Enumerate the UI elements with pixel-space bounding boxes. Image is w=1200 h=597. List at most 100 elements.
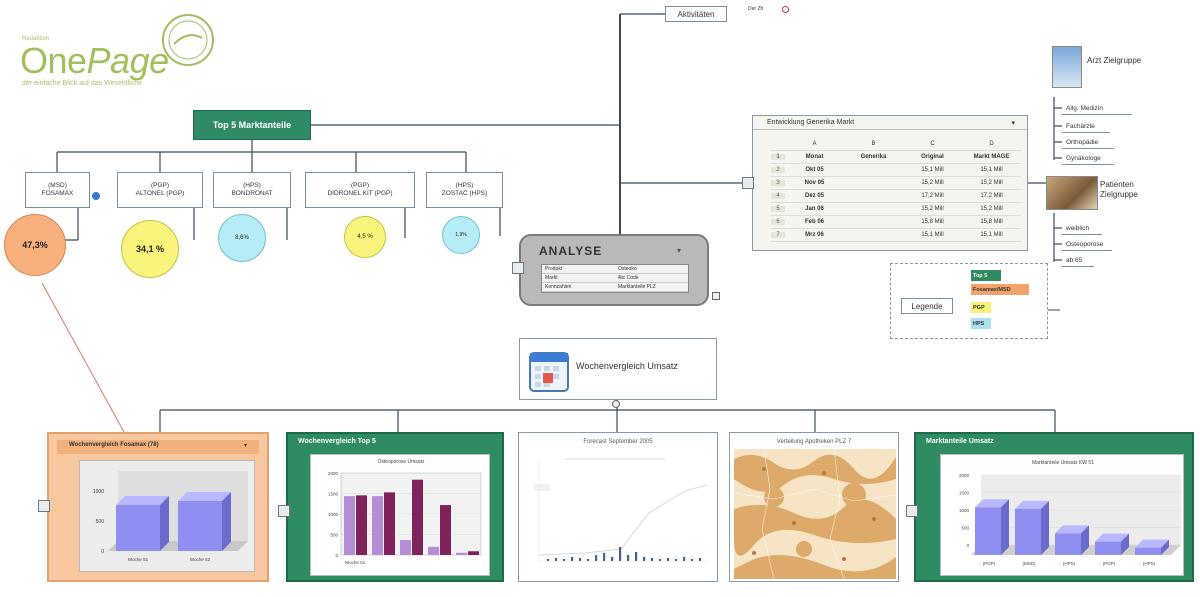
- attach-icon[interactable]: [712, 292, 720, 300]
- list-item[interactable]: Gynäkologe: [1062, 152, 1114, 165]
- expand-icon[interactable]: [278, 505, 290, 517]
- bar-side: [1001, 499, 1009, 555]
- product-name: BONDRONAT: [231, 190, 273, 197]
- y-tick-label: 0: [335, 553, 338, 558]
- dropdown-icon[interactable]: ▾: [1011, 119, 1015, 127]
- product-box-zostac[interactable]: (HPS) ZOSTAC (HPS): [426, 172, 503, 208]
- dropdown-icon[interactable]: ▾: [243, 443, 247, 449]
- x-tick-label: (HPS): [1063, 561, 1076, 566]
- list-item[interactable]: Fachärzte: [1062, 120, 1110, 133]
- share-value: 4,5 %: [357, 234, 373, 240]
- bar: [643, 557, 646, 561]
- x-tick-label: Woche 51: [345, 560, 366, 565]
- bar: [659, 559, 662, 561]
- x-tick-label: Woche 51: [128, 557, 149, 562]
- top5-node[interactable]: Top 5 Marktanteile: [193, 110, 311, 140]
- list-item[interactable]: weiblich: [1062, 222, 1102, 235]
- legend-chip-fosamax: Fosamax/MSD: [971, 284, 1029, 295]
- y-tick-label: 500: [961, 526, 969, 531]
- expand-icon[interactable]: [38, 500, 50, 512]
- activities-label: Aktivitäten: [677, 9, 715, 19]
- x-tick-label: Woche 52: [190, 557, 211, 562]
- bar: [400, 540, 411, 555]
- pharmacy-map: [734, 449, 896, 579]
- bar: [579, 558, 582, 561]
- bar: [547, 559, 550, 561]
- y-tick-label: 1500: [328, 492, 339, 497]
- product-box-altonel[interactable]: (PGP) ALTONEL (PGP): [117, 172, 203, 208]
- forecast-title: Forecast September 2005: [583, 439, 653, 445]
- product-company: (HPS): [243, 182, 261, 190]
- x-tick-label: (PGP): [1103, 561, 1116, 566]
- link-icon[interactable]: [92, 192, 100, 200]
- bar: [595, 555, 598, 561]
- panel-forecast[interactable]: Forecast September 2005: [518, 432, 718, 582]
- product-box-didronel[interactable]: (PGP) DIDRONEL KIT (PGP): [305, 172, 415, 208]
- analyse-title: ANALYSE: [539, 244, 603, 258]
- y-tick-label: 0: [101, 549, 104, 555]
- bar: [587, 559, 590, 561]
- expand-icon[interactable]: [742, 177, 754, 189]
- expand-icon[interactable]: [906, 505, 918, 517]
- bar-top: [1135, 539, 1169, 548]
- bar: [555, 558, 558, 561]
- product-name: ALTONEL (PGP): [135, 190, 185, 197]
- bar-top: [975, 499, 1009, 508]
- expand-icon[interactable]: [512, 262, 524, 274]
- top5-node-label: Top 5 Marktanteile: [212, 120, 292, 130]
- collapse-icon[interactable]: [612, 400, 620, 408]
- share-value: 47,3%: [22, 240, 48, 250]
- chart-markt-svg: Marktanteile Umsatz KW 51200015001000500…: [959, 460, 1181, 566]
- bar-side: [1041, 500, 1049, 555]
- bar-top: [178, 492, 231, 501]
- bar: [975, 507, 1001, 555]
- panel-markt[interactable]: Marktanteile Umsatz Marktanteile Umsatz …: [914, 432, 1194, 582]
- panel-map[interactable]: Verteilung Apotheken PLZ 7: [729, 432, 899, 582]
- activities-sub: Der Zh: [748, 6, 764, 12]
- share-value: 34,1 %: [135, 244, 165, 254]
- bar: [356, 495, 367, 555]
- legend-chip-hps: HPS: [971, 318, 991, 329]
- bar-side: [160, 496, 169, 551]
- legend-chip-top5: Top 5: [971, 270, 1001, 281]
- bar: [683, 557, 686, 561]
- product-box-bondronat[interactable]: (HPS) BONDRONAT: [213, 172, 291, 208]
- bar: [428, 546, 439, 555]
- panel-top5[interactable]: Wochenvergleich Top 5 Osteoporose Umsatz…: [286, 432, 504, 582]
- bar: [178, 501, 222, 551]
- legend-chip-pgp: PGP: [971, 302, 991, 313]
- list-item[interactable]: ab 65: [1062, 254, 1094, 267]
- bar: [691, 559, 694, 561]
- bar-top: [116, 496, 169, 505]
- weekly-label: Wochenvergleich Umsatz: [576, 361, 678, 371]
- weekly-node[interactable]: Wochenvergleich Umsatz: [519, 338, 717, 400]
- legend-label[interactable]: Legende: [901, 298, 953, 314]
- activities-node[interactable]: Aktivitäten: [665, 6, 727, 22]
- list-item[interactable]: Allg. Medizin: [1062, 102, 1132, 115]
- list-item[interactable]: Orthopädie: [1062, 136, 1114, 149]
- bar-top: [1015, 500, 1049, 509]
- bar: [412, 479, 423, 555]
- bar: [651, 558, 654, 561]
- share-value: 1,9%: [455, 232, 467, 238]
- bar-side: [1121, 533, 1129, 555]
- bar: [344, 496, 355, 555]
- chart-title: Marktanteile Umsatz KW 51: [1032, 460, 1094, 466]
- collapse-icon[interactable]: ▾: [677, 246, 682, 255]
- list-item[interactable]: Osteoporose: [1062, 238, 1112, 251]
- product-box-fosamax[interactable]: (MSD) FOSAMAX: [25, 172, 90, 208]
- generika-title: Entwicklung Generika Markt▾: [753, 116, 1027, 130]
- panel-title: Marktanteile Umsatz: [926, 438, 994, 445]
